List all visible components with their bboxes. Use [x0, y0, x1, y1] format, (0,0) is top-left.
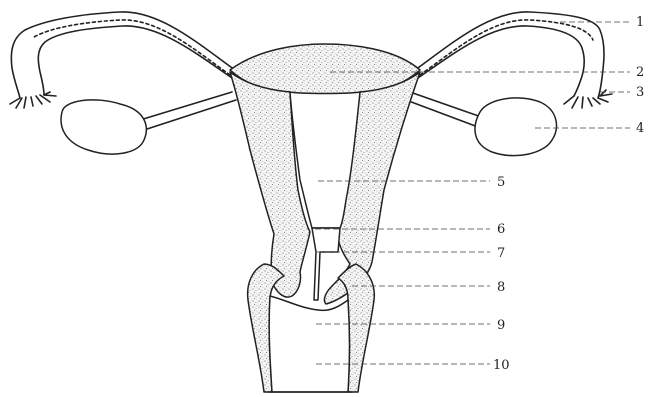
label-9: 9	[497, 318, 505, 333]
label-7: 7	[497, 246, 505, 261]
fallopian-tube-left	[11, 12, 235, 98]
label-1: 1	[636, 15, 644, 30]
label-8: 8	[497, 280, 505, 295]
labels: 1 2 3 4 5 6 7 8 9 10	[493, 15, 644, 373]
label-6: 6	[497, 222, 505, 237]
label-5: 5	[497, 175, 505, 190]
vaginal-canal	[269, 296, 349, 392]
ovary-right	[475, 98, 556, 156]
fallopian-tube-right	[415, 12, 604, 98]
label-2: 2	[636, 65, 644, 80]
label-4: 4	[636, 121, 644, 136]
fimbriae-left	[10, 92, 56, 108]
ovarian-ligament-left	[140, 92, 236, 130]
label-10: 10	[493, 358, 510, 373]
fimbriae-right	[564, 90, 612, 108]
label-3: 3	[636, 85, 644, 100]
ovary-left	[61, 100, 146, 154]
